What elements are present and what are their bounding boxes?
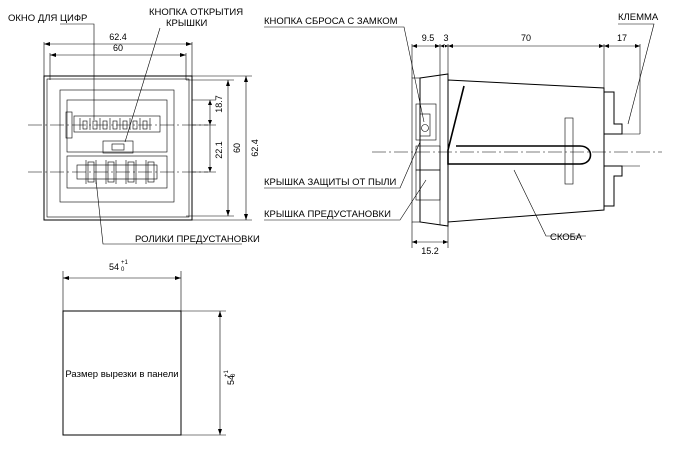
panel-cutout-label: Размер вырезки в панели [65, 369, 178, 380]
digit-window [73, 115, 161, 133]
cutout-height-tol-lower: 0 [231, 373, 237, 377]
front-inner-height-label: 60 [232, 143, 242, 153]
counter-window-frame [66, 99, 168, 153]
side-body-dim-label: 70 [521, 33, 531, 43]
front-bezel-inner [46, 78, 190, 218]
terminal-label: КЛЕММА [618, 12, 659, 23]
front-dimensions [43, 42, 252, 221]
reset-button-label: КНОПКА СБРОСА С ЗАМКОМ [264, 16, 398, 27]
side-body [447, 79, 605, 223]
digit-window-ticks [79, 118, 151, 130]
side-front-bezel [419, 73, 449, 227]
dust-cover-label: КРЫШКА ЗАЩИТЫ ОТ ПЫЛИ [264, 177, 396, 188]
bracket-wire [447, 85, 592, 165]
preset-rollers-label: РОЛИКИ ПРЕДУСТАНОВКИ [135, 234, 260, 245]
cutout-height-label: 54 [226, 375, 236, 385]
front-upper-height-label: 18.7 [214, 95, 224, 113]
side-cover-depth-label: 15.2 [421, 246, 439, 256]
cutout-width-tol-upper: +1 [121, 260, 129, 266]
front-view [28, 75, 208, 221]
cutout-width-label: 54 [109, 262, 119, 272]
reset-button-leader [264, 26, 425, 123]
side-dimensions [411, 44, 641, 248]
cover-open-button-slot [111, 143, 125, 151]
reset-button-housing [415, 103, 437, 141]
preset-cover-block [415, 169, 441, 201]
bracket-leader [513, 169, 586, 237]
terminal-leader [618, 23, 655, 125]
terminal-lower [603, 165, 623, 207]
side-front-dim-label: 9.5 [422, 33, 435, 43]
reset-button-lock [421, 124, 429, 132]
terminal-upper [603, 91, 623, 135]
bracket-label: СКОБА [550, 232, 583, 243]
preset-cover-label: КРЫШКА ПРЕДУСТАНОВКИ [264, 209, 391, 220]
cover-open-button-label: КНОПКА ОТКРЫТИЯ [149, 7, 243, 18]
preset-cover-leader [264, 179, 427, 221]
cover-open-button-label-line2: КРЫШКИ [166, 18, 208, 29]
front-bezel-outer [43, 75, 193, 221]
side-view [372, 73, 662, 227]
panel-cutout-view [62, 271, 226, 436]
bracket-clip [564, 117, 574, 185]
side-gap-dim-label: 3 [443, 33, 448, 43]
preset-rollers-leader [95, 179, 242, 245]
digit-window-label: ОКНО ДЛЯ ЦИФР [8, 13, 87, 24]
front-inner-width-label: 60 [113, 43, 123, 53]
cutout-width-tol-lower: 0 [121, 267, 125, 273]
front-mid-height-label: 22.1 [214, 141, 224, 159]
cover-open-button [102, 140, 134, 154]
panel-cutout-rect [62, 310, 182, 436]
front-face [59, 89, 175, 203]
front-outer-width-label: 62.4 [109, 32, 127, 42]
front-outer-height-label: 62.4 [250, 139, 260, 157]
side-terminal-dim-label: 17 [617, 33, 627, 43]
dust-cover-leader [264, 141, 421, 189]
cover-open-button-leader [124, 27, 161, 143]
digit-window-leader [60, 23, 95, 120]
cutout-height-tol-upper: +1 [224, 369, 230, 377]
